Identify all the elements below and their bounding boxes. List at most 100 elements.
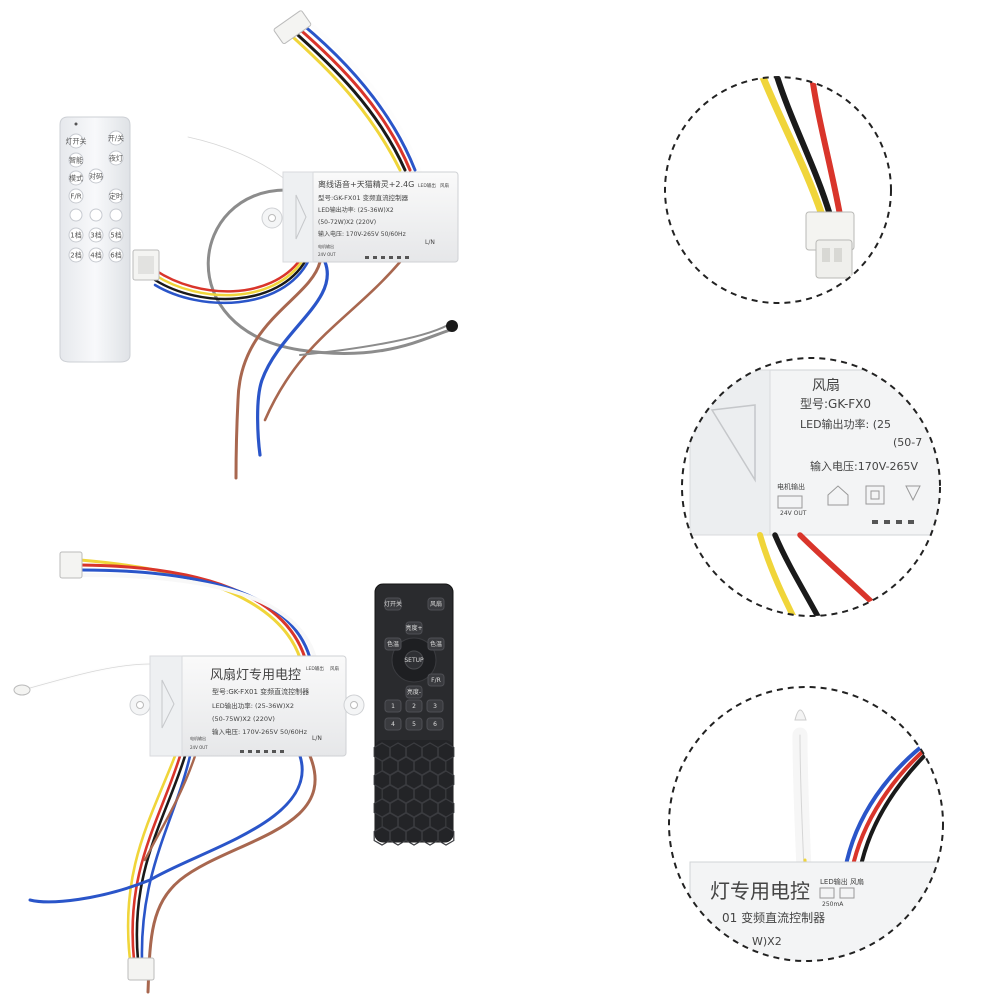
- top-remote-key[interactable]: 5档: [108, 227, 124, 243]
- bottom-remote-key-label: 4: [391, 721, 395, 728]
- kit-top-connector-top: [273, 10, 312, 45]
- callout-module-out: 24V OUT: [780, 510, 807, 517]
- bottom-remote-key-label: 灯开关: [384, 600, 402, 608]
- kit-bottom-connector-top: [59, 551, 83, 579]
- bottom-remote-key-label: 亮度+: [405, 624, 422, 632]
- callout-wire-tag-fan: 风扇: [850, 877, 864, 886]
- bottom-remote-key-label: SETUP: [404, 657, 424, 664]
- kit-top-module-line2: 型号:GK-FX01 变频直流控制器: [318, 193, 409, 202]
- kit-top-module-line3: LED输出功率: (25-36W)X2: [318, 206, 394, 214]
- kit-bottom-lead-tip: [13, 684, 31, 696]
- bottom-remote-key[interactable]: SETUP: [404, 657, 424, 664]
- top-remote-key-label: 智能: [69, 156, 83, 165]
- bottom-remote-key-label: 5: [412, 721, 416, 728]
- callout-module-voltage: 输入电压:170V-265V: [810, 459, 919, 473]
- callout-module-power2: (50-7: [893, 436, 922, 449]
- bottom-remote-key[interactable]: 1: [384, 699, 402, 713]
- callout-wire-subtitle: 01 变频直流控制器: [722, 910, 825, 925]
- top-remote-key[interactable]: 模式: [68, 170, 84, 186]
- bottom-remote-key[interactable]: 5: [405, 717, 423, 731]
- top-remote-key[interactable]: 2档: [68, 247, 84, 263]
- kit-bottom-module-terminals: L/N: [312, 735, 322, 742]
- kit-bottom-module-line5: 输入电压: 170V-265V 50/60Hz: [212, 727, 308, 736]
- kit-bottom-wires: [28, 558, 317, 994]
- bottom-remote-key-label: 1: [391, 703, 395, 710]
- top-remote-key[interactable]: 1档: [68, 227, 84, 243]
- top-remote-key[interactable]: 开/关: [108, 130, 124, 146]
- kit-top-module: 离线语音+天猫精灵+2.4G 型号:GK-FX01 变频直流控制器 LED输出功…: [261, 171, 459, 263]
- top-remote-key-label: 定时: [109, 192, 123, 201]
- bottom-remote-key[interactable]: 亮度+: [405, 621, 423, 635]
- callout-module-closeup: 风扇 型号:GK-FX0 LED输出功率: (25 (50-7 输入电压:170…: [681, 357, 941, 617]
- bottom-remote-key-label: 亮度-: [407, 688, 421, 696]
- callout-wire-title: 灯专用电控: [710, 879, 810, 903]
- bottom-remote-key[interactable]: 亮度-: [405, 685, 423, 699]
- bottom-remote-key[interactable]: 风扇: [427, 597, 445, 611]
- top-remote-key[interactable]: 灯开关: [66, 133, 87, 149]
- kit-top-module-terminals: L/N: [425, 239, 435, 246]
- kit-bottom-module-line2: 型号:GK-FX01 变频直流控制器: [212, 687, 309, 696]
- bottom-remote-key[interactable]: 6: [426, 717, 444, 731]
- callout-wire-power: W)X2: [752, 935, 782, 948]
- callout-module-power: LED输出功率: (25: [800, 417, 891, 431]
- bottom-remote-key-label: 3: [433, 703, 437, 710]
- callout-module-label-top: 风扇: [812, 378, 840, 394]
- kit-bottom: 风扇灯专用电控 型号:GK-FX01 变频直流控制器 LED输出功率: (25-…: [13, 551, 455, 994]
- top-remote-key-label: 2档: [70, 251, 81, 260]
- top-remote-key-label: 对码: [89, 172, 103, 181]
- top-remote-key[interactable]: 智能: [68, 152, 84, 168]
- callout-module-model: 型号:GK-FX0: [800, 397, 871, 411]
- kit-top-module-tag-fan: 风扇: [440, 182, 449, 189]
- callout-wire-entry: 灯专用电控 LED输出 风扇 250mA 01 变频直流控制器 W)X2: [668, 686, 944, 962]
- kit-top-module-line5: 输入电压: 170V-265V 50/60Hz: [318, 230, 406, 238]
- bottom-remote-key[interactable]: 灯开关: [384, 597, 402, 611]
- kit-top-module-bottom-left: 电机输出: [318, 243, 334, 249]
- kit-top-connector-left: [132, 249, 160, 281]
- bottom-remote-key-label: 风扇: [430, 600, 442, 608]
- top-remote-icon-key[interactable]: [69, 208, 83, 222]
- bottom-remote-key-label: 色温: [387, 640, 399, 648]
- bottom-remote-key-label: F/R: [431, 677, 441, 684]
- bottom-remote-key[interactable]: 3: [426, 699, 444, 713]
- kit-bottom-module-bottom-left: 电机输出: [190, 735, 206, 741]
- top-remote-key-label: 灯开关: [66, 137, 87, 146]
- kit-top-wires: [153, 20, 452, 480]
- kit-top-sensor: [446, 320, 458, 332]
- top-remote-key-label: 3档: [90, 231, 101, 240]
- bottom-remote-key[interactable]: 色温: [384, 637, 402, 651]
- top-remote-key-label: 模式: [69, 174, 83, 183]
- remote-hex-texture: [437, 826, 455, 846]
- bottom-remote-key[interactable]: 色温: [427, 637, 445, 651]
- kit-top-module-bottom-out: 24V OUT: [318, 252, 336, 257]
- top-remote-key-label: 4档: [90, 251, 101, 260]
- kit-top-module-tag-out: LED输出: [418, 182, 436, 189]
- top-remote-key[interactable]: 4档: [88, 247, 104, 263]
- top-remote-key-label: 6档: [110, 251, 121, 260]
- top-remote-icon-key[interactable]: [109, 208, 123, 222]
- top-remote-key[interactable]: 对码: [88, 168, 104, 184]
- callout-wire-tag-out: LED输出: [820, 877, 848, 886]
- kit-bottom-module: 风扇灯专用电控 型号:GK-FX01 变频直流控制器 LED输出功率: (25-…: [129, 655, 365, 757]
- top-remote-key[interactable]: 3档: [88, 227, 104, 243]
- bottom-remote-key[interactable]: 4: [384, 717, 402, 731]
- bottom-remote-key[interactable]: F/R: [427, 673, 445, 687]
- callout-harness-connector: [805, 211, 855, 279]
- top-remote-key-label: 夜灯: [109, 154, 123, 163]
- kit-bottom-connector-bottom: [127, 957, 155, 981]
- top-remote-key-label: 1档: [70, 231, 81, 240]
- kit-top: 离线语音+天猫精灵+2.4G 型号:GK-FX01 变频直流控制器 LED输出功…: [59, 10, 459, 480]
- top-remote-key[interactable]: 定时: [108, 188, 124, 204]
- kit-top-module-line1: 离线语音+天猫精灵+2.4G: [318, 179, 414, 189]
- top-remote-icon-key[interactable]: [89, 208, 103, 222]
- top-remote-key[interactable]: 夜灯: [108, 150, 124, 166]
- bottom-remote-key[interactable]: 2: [405, 699, 423, 713]
- callout-module-motor: 电机输出: [777, 482, 805, 491]
- top-remote-key-label: 5档: [110, 231, 121, 240]
- top-remote-key[interactable]: F/R: [68, 188, 84, 204]
- top-remote-key[interactable]: 6档: [108, 247, 124, 263]
- kit-top-module-line4: (50-72W)X2 (220V): [318, 219, 376, 226]
- kit-bottom-module-line4: (50-75W)X2 (220V): [212, 715, 275, 723]
